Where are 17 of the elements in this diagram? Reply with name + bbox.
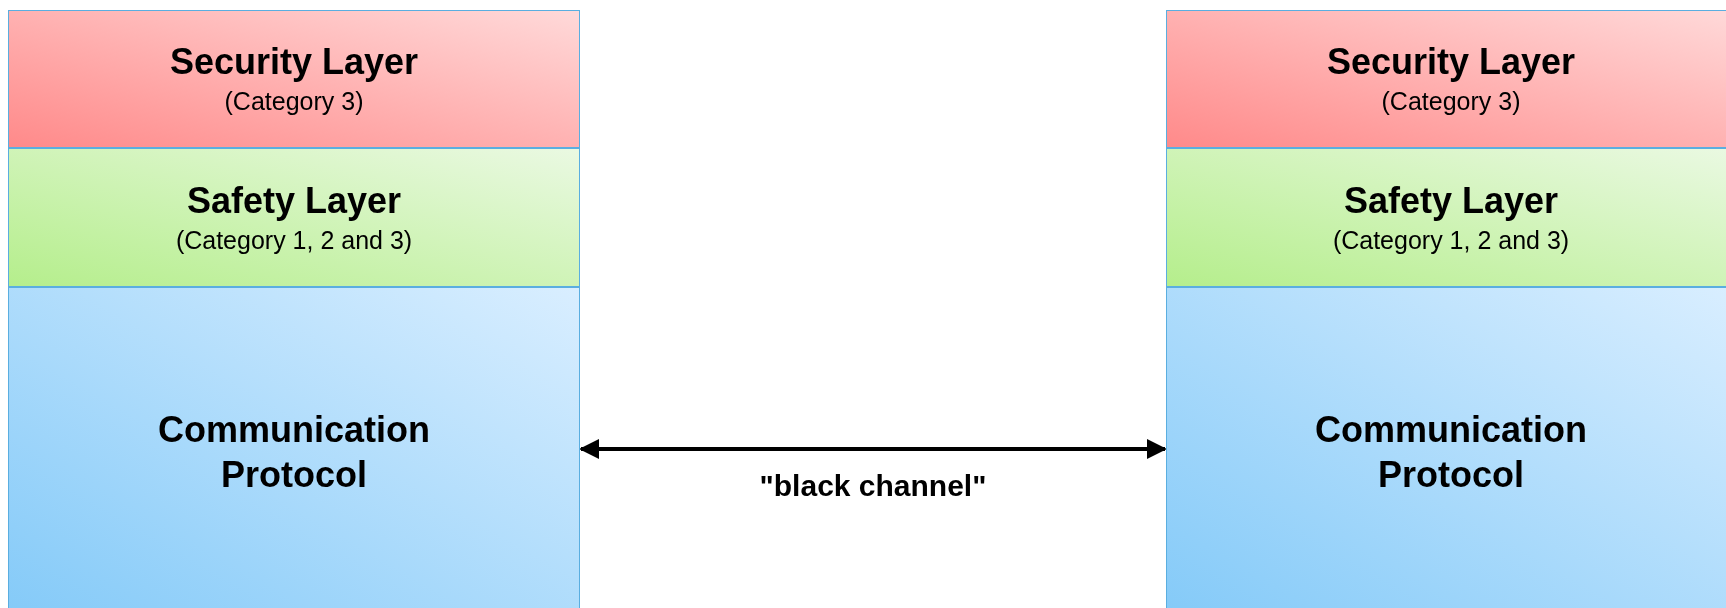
layer-title: Security Layer: [1326, 40, 1576, 84]
layer-box: [8, 10, 580, 148]
layer-title: Safety Layer: [186, 178, 402, 223]
layer-subtitle: (Category 1, 2 and 3): [175, 224, 413, 256]
layer-subtitle: (Category 3): [224, 86, 364, 117]
layer-title: Communication Protocol: [157, 408, 431, 497]
layer-box: [8, 287, 580, 608]
layer-subtitle: (Category 3): [1381, 86, 1521, 117]
double-arrow: [579, 439, 1167, 459]
layer-box: [8, 148, 580, 287]
layer-subtitle: (Category 1, 2 and 3): [1332, 224, 1570, 256]
layer-title: Security Layer: [169, 40, 419, 84]
layer-box: [1166, 10, 1726, 148]
layer-box: [1166, 148, 1726, 287]
layer-title: Safety Layer: [1343, 178, 1559, 223]
layer-box: [1166, 287, 1726, 608]
layer-title: Communication Protocol: [1314, 408, 1588, 497]
